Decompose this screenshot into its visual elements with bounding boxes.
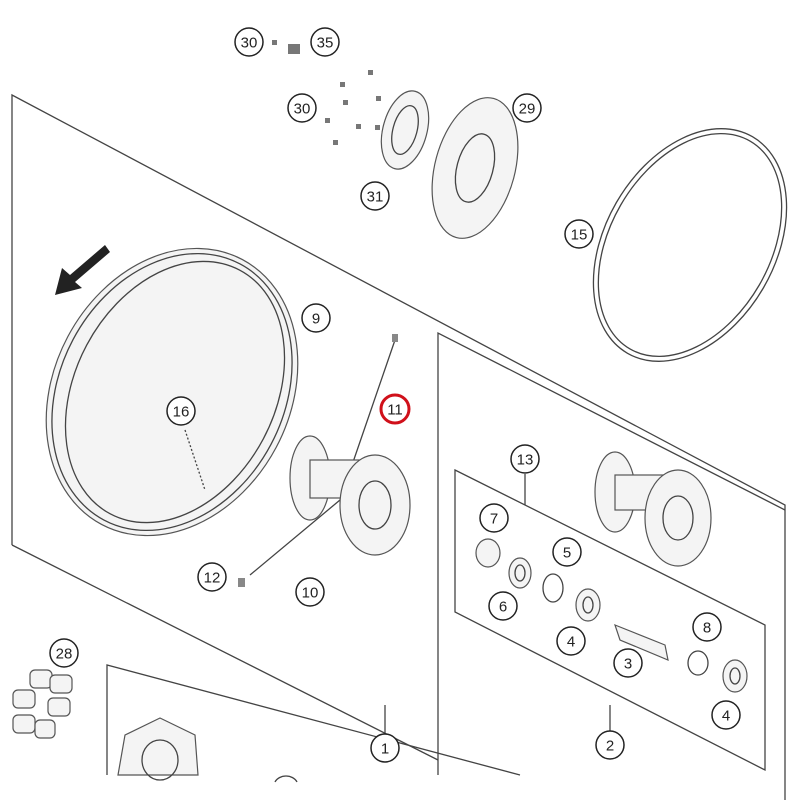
callout-label: 16	[173, 404, 190, 421]
callout-circle	[197, 562, 227, 592]
callout-label: 8	[703, 620, 711, 637]
callout-3[interactable]: 3	[613, 648, 643, 678]
callout-label: 15	[571, 227, 588, 244]
callout-label: 28	[56, 646, 73, 663]
callout-10[interactable]: 10	[295, 577, 325, 607]
callout-circle	[234, 27, 264, 57]
callout-circle	[552, 537, 582, 567]
callout-circle	[360, 181, 390, 211]
damper-rubbers-part	[12, 669, 73, 739]
disc-carrier-part	[380, 90, 430, 170]
callout-circle	[370, 733, 400, 763]
callout-5[interactable]: 5	[552, 537, 582, 567]
callout-29[interactable]: 29	[512, 93, 542, 123]
bearings-seals-part	[475, 538, 748, 693]
callout-label: 4	[567, 634, 575, 651]
callout-30[interactable]: 30	[234, 27, 264, 57]
callout-31[interactable]: 31	[360, 181, 390, 211]
callout-28[interactable]: 28	[49, 638, 79, 668]
bolts-part	[272, 40, 381, 145]
callout-label: 35	[317, 35, 334, 52]
callout-circle	[564, 219, 594, 249]
callout-circle	[301, 303, 331, 333]
callout-4[interactable]: 4	[556, 626, 586, 656]
callout-13[interactable]: 13	[510, 444, 540, 474]
brake-disc-part	[431, 97, 519, 239]
callout-6[interactable]: 6	[488, 591, 518, 621]
callout-label: 12	[204, 570, 221, 587]
callout-label: 9	[312, 311, 320, 328]
callout-circle	[711, 700, 741, 730]
callout-35[interactable]: 35	[310, 27, 340, 57]
rim-part	[45, 245, 299, 537]
callout-label: 30	[241, 35, 258, 52]
callout-circle	[295, 577, 325, 607]
callout-circle	[166, 396, 196, 426]
rotation-arrow-icon	[55, 245, 110, 295]
callout-7[interactable]: 7	[479, 503, 509, 533]
callout-12[interactable]: 12	[197, 562, 227, 592]
callout-8[interactable]: 8	[692, 612, 722, 642]
callout-circle	[556, 626, 586, 656]
callout-label: 6	[499, 599, 507, 616]
callout-30[interactable]: 30	[287, 93, 317, 123]
hub-part-assembly	[594, 451, 712, 567]
callout-circle	[287, 93, 317, 123]
callout-9[interactable]: 9	[301, 303, 331, 333]
callout-label: 31	[367, 189, 384, 206]
callout-circle	[510, 444, 540, 474]
callout-label: 11	[387, 402, 403, 419]
assembly-frames	[11, 93, 786, 800]
callout-label: 2	[606, 738, 614, 755]
callout-label: 30	[294, 101, 311, 118]
callout-circle	[379, 393, 411, 425]
callout-circle	[310, 27, 340, 57]
callout-circle	[692, 612, 722, 642]
callout-label: 7	[490, 511, 498, 528]
callout-11[interactable]: 11	[379, 393, 411, 425]
callout-circle	[488, 591, 518, 621]
callout-circle	[49, 638, 79, 668]
callout-4[interactable]: 4	[711, 700, 741, 730]
callout-label: 5	[563, 545, 571, 562]
callout-15[interactable]: 15	[564, 219, 594, 249]
callout-label: 3	[624, 656, 632, 673]
callout-1[interactable]: 1	[370, 733, 400, 763]
callout-16[interactable]: 16	[166, 396, 196, 426]
callout-circle	[479, 503, 509, 533]
callout-label: 4	[722, 708, 730, 725]
callout-label: 10	[302, 585, 319, 602]
ring-part	[592, 128, 788, 362]
callout-circle	[613, 648, 643, 678]
callout-label: 13	[517, 452, 534, 469]
hub-part	[289, 435, 411, 556]
callout-circle	[512, 93, 542, 123]
callout-label: 1	[381, 741, 389, 758]
callout-circle	[595, 730, 625, 760]
lower-hub-part	[117, 717, 298, 783]
callout-2[interactable]: 2	[595, 730, 625, 760]
callout-label: 29	[519, 101, 536, 118]
